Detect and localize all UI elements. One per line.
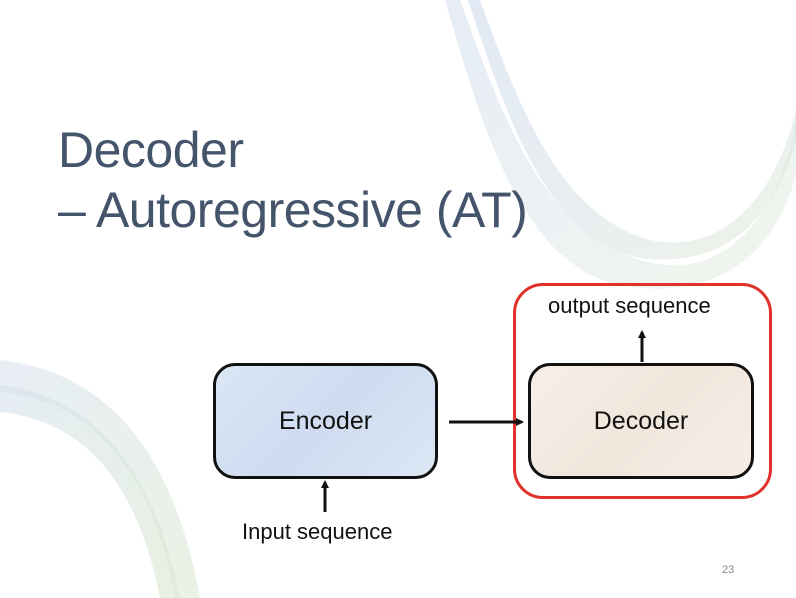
swoosh-top-right-inner	[468, 0, 796, 260]
decoder-highlight-frame	[513, 283, 772, 499]
swoosh-top-right-outer	[445, 0, 796, 289]
swoosh-bottom-left-outer	[0, 360, 200, 598]
title-line-2: – Autoregressive (AT)	[58, 182, 528, 238]
input-sequence-label: Input sequence	[242, 519, 393, 544]
output-sequence-label: output sequence	[548, 293, 711, 318]
decoder-label: Decoder	[593, 406, 689, 435]
slide-title: Decoder – Autoregressive (AT)	[58, 120, 528, 240]
page-number: 23	[722, 564, 735, 576]
title-line-1: Decoder	[58, 122, 244, 178]
decoder-box: Decoder	[528, 363, 754, 479]
encoder-label: Encoder	[278, 406, 373, 435]
swoosh-bottom-left-inner	[0, 385, 180, 598]
encoder-box: Encoder	[213, 363, 438, 479]
